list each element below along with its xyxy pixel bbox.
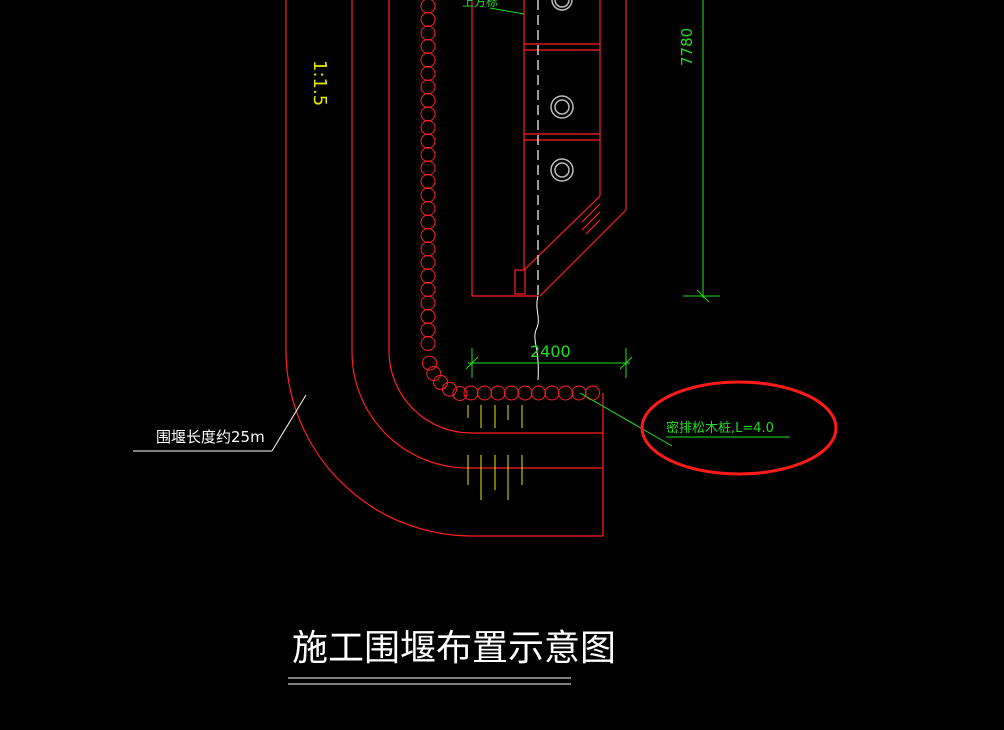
pile-circle xyxy=(420,309,436,324)
dimension-lines xyxy=(465,0,790,447)
cofferdam-outline xyxy=(285,0,604,537)
pile-circle xyxy=(490,385,506,401)
channel-openings xyxy=(550,0,574,182)
pile-circle xyxy=(420,93,436,108)
dim-horizontal-tick-right xyxy=(619,356,633,370)
pile-circle xyxy=(420,160,436,176)
pile-circle xyxy=(420,0,436,14)
pile-circle xyxy=(420,336,436,351)
dim-horizontal-tick-left xyxy=(465,356,479,370)
length-annotation xyxy=(133,394,307,452)
pile-circle xyxy=(571,385,587,401)
pile-circle xyxy=(433,374,449,390)
break-line xyxy=(534,295,539,381)
drawing-title: 施工围堰布置示意图 xyxy=(292,628,616,669)
cofferdam-length-text: 围堰长度约25m xyxy=(156,428,265,446)
hatch-1 xyxy=(581,203,601,223)
pile-circle xyxy=(420,174,436,189)
pile-tick-marks xyxy=(467,405,523,500)
pile-circle xyxy=(420,322,436,338)
pile-circle xyxy=(452,386,468,401)
highlight-circle xyxy=(640,380,838,476)
pile-leader-line xyxy=(579,392,673,447)
channel-small-block xyxy=(514,269,526,295)
channel-taper-inner xyxy=(523,195,601,271)
pile-circle xyxy=(420,120,436,135)
cofferdam-inner-line xyxy=(388,0,603,434)
pile-circle xyxy=(477,385,492,401)
pile-circle xyxy=(544,385,560,401)
channel-taper-outer xyxy=(539,209,627,297)
dim-horizontal-text: 2400 xyxy=(530,342,571,361)
pile-circle xyxy=(420,295,436,311)
pile-circle xyxy=(420,241,436,257)
pile-circle xyxy=(420,228,436,243)
channel-structure xyxy=(471,0,627,297)
channel-opening-top-inner xyxy=(554,0,570,8)
pile-circle xyxy=(420,25,436,41)
pile-circle xyxy=(504,385,519,401)
channel-opening-bottom-inner xyxy=(554,162,570,178)
pile-circle xyxy=(420,147,436,162)
pile-circle xyxy=(420,255,436,270)
pile-note-text: 密排松木桩,L=4.0 xyxy=(666,420,774,436)
pile-circle xyxy=(463,385,479,401)
pile-circle xyxy=(442,381,457,397)
channel-opening-top xyxy=(551,0,573,11)
channel-opening-bottom xyxy=(550,158,574,182)
pile-circle xyxy=(420,12,436,27)
top-partial-label: 上方标 xyxy=(462,0,498,9)
dim-vertical-text: 7780 xyxy=(678,28,696,66)
cofferdam-outer-line xyxy=(285,0,603,537)
pile-circle xyxy=(420,268,436,284)
channel-opening-middle xyxy=(550,95,574,119)
pile-circle xyxy=(517,385,533,401)
pile-circle xyxy=(420,133,436,149)
cofferdam-mid-line xyxy=(351,0,603,469)
pile-circle xyxy=(531,385,546,401)
pile-circle xyxy=(558,385,573,401)
top-leader-line xyxy=(489,7,525,15)
length-leader-diagonal xyxy=(271,394,307,452)
pile-circle xyxy=(422,355,437,371)
pile-circle xyxy=(420,214,436,230)
pile-circle xyxy=(420,106,436,122)
pile-circle xyxy=(420,201,436,216)
dim-vertical-tick xyxy=(696,289,710,303)
pile-circle xyxy=(420,282,436,297)
slope-label: 1:1.5 xyxy=(309,60,330,106)
channel-opening-middle-inner xyxy=(554,99,570,115)
hatch-3 xyxy=(585,219,601,235)
pile-row xyxy=(420,0,600,401)
hatch-2 xyxy=(581,211,601,231)
pile-circle xyxy=(420,187,436,203)
pile-circle xyxy=(420,79,436,95)
pile-circle xyxy=(420,39,436,54)
pile-circle xyxy=(420,52,436,68)
pile-circle xyxy=(420,66,436,81)
